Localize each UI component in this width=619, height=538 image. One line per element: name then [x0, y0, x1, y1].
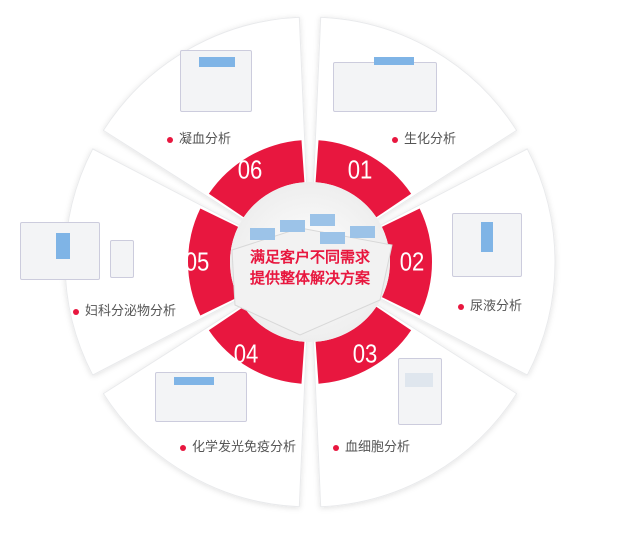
ring-segment-03: [315, 306, 412, 384]
segment-label-03: 血细胞分析: [333, 436, 410, 455]
chemiluminescence-analyzer-image: [155, 372, 247, 422]
ring-segment-02: [381, 208, 432, 316]
segment-number-06: 06: [237, 154, 263, 185]
ring-segment-05: [188, 208, 239, 316]
segment-label-01: 生化分析: [392, 128, 456, 147]
coagulation-analyzer-image: [180, 50, 252, 112]
segment-number-03: 03: [352, 338, 378, 369]
slogan-line-1: 满足客户不同需求: [249, 248, 371, 266]
ring-segment-04: [208, 306, 305, 384]
biochemistry-analyzer-image: [333, 57, 437, 112]
ring-segment-01: [315, 140, 412, 218]
segment-label-06: 凝血分析: [167, 128, 231, 147]
segment-number-01: 01: [347, 154, 373, 185]
segment-number-05: 05: [184, 246, 210, 277]
segment-label-02: 尿液分析: [458, 295, 522, 314]
gynecology-analyzer-module-image: [110, 240, 134, 278]
segment-label-05: 妇科分泌物分析: [73, 300, 176, 319]
center-slogan: 满足客户不同需求 提供整体解决方案: [250, 247, 370, 289]
urine-analyzer-image: [452, 213, 522, 277]
segment-number-04: 04: [233, 338, 259, 369]
segment-label-04: 化学发光免疫分析: [180, 436, 296, 455]
slogan-line-2: 提供整体解决方案: [249, 269, 371, 287]
gynecology-analyzer-image: [20, 222, 100, 280]
segment-number-02: 02: [399, 246, 425, 277]
ring-segment-06: [208, 140, 305, 218]
hematology-analyzer-image: [398, 358, 442, 425]
center-equipment-image: [231, 214, 393, 336]
